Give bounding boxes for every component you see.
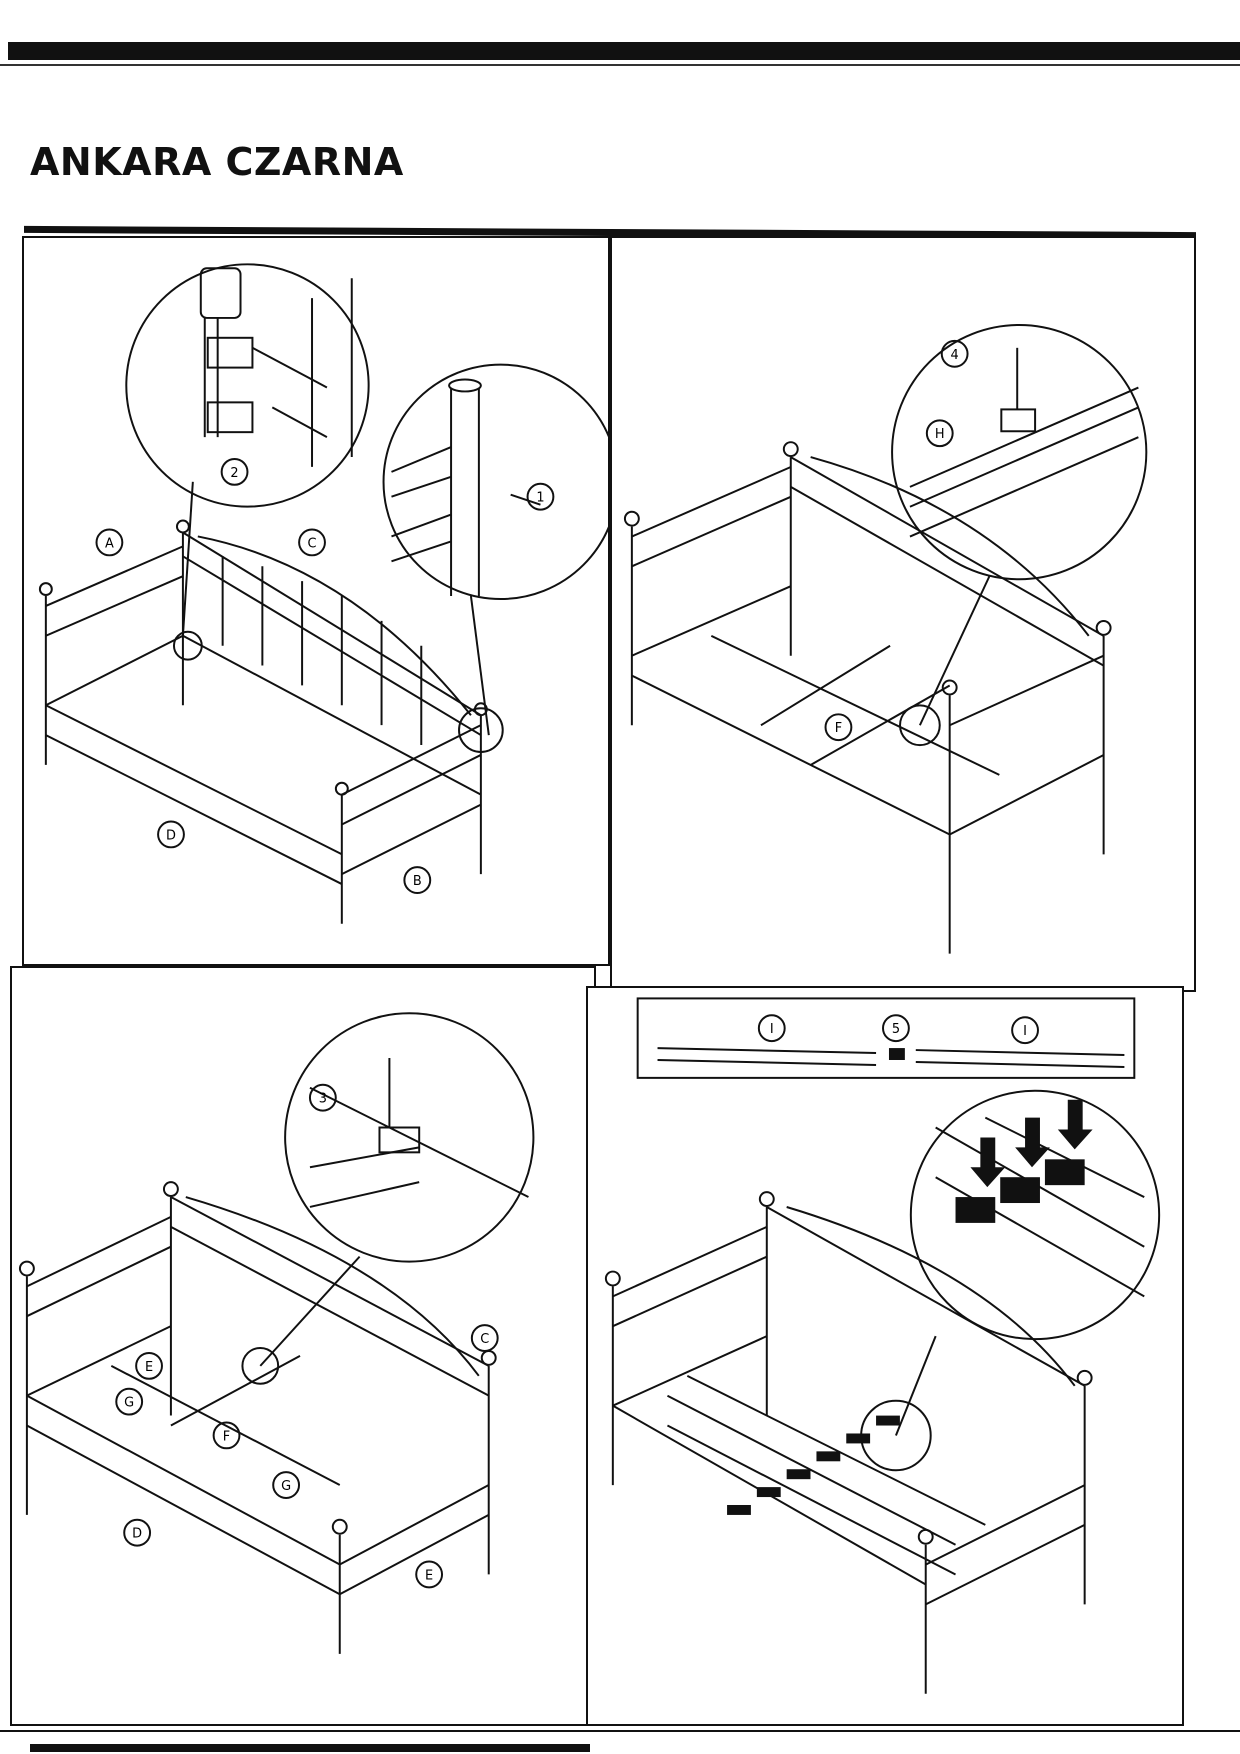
label-4: 4 <box>951 348 959 363</box>
label-A: A <box>105 536 114 551</box>
label-3: 3 <box>319 1092 327 1107</box>
footer-thin-rule <box>0 1730 1240 1732</box>
step-3-illustration: 3 C E G F G D E <box>18 1012 535 1654</box>
page-title: ANKARA CZARNA <box>30 140 404 184</box>
label-I: I <box>1023 1024 1027 1039</box>
step-2-illustration: 4 H F <box>623 323 1148 954</box>
step-2-panel: 4 H F <box>610 236 1196 992</box>
parts-box <box>636 997 1136 1079</box>
zoom-circle-screw <box>382 363 608 600</box>
step-4-panel: I 5 I <box>586 986 1184 1726</box>
zoom-circle-plate <box>891 323 1148 581</box>
footer-rule <box>30 1744 590 1752</box>
label-F: F <box>223 1429 230 1444</box>
label-C: C <box>308 536 317 551</box>
label-B: B <box>413 874 422 889</box>
label-D: D <box>132 1527 142 1542</box>
label-C: C <box>480 1332 489 1347</box>
label-5: 5 <box>892 1022 900 1037</box>
header-rule <box>8 42 1240 60</box>
label-E: E <box>145 1360 153 1375</box>
zoom-circle-connectors <box>909 1089 1161 1341</box>
label-2: 2 <box>230 466 238 481</box>
label-H: H <box>935 427 945 442</box>
label-G: G <box>124 1396 134 1411</box>
step-1-illustration: A C D B 2 1 <box>38 263 608 924</box>
label-F: F <box>835 721 842 736</box>
step-1-panel: A C D B 2 1 <box>22 236 610 966</box>
zoom-circle-bracket <box>125 263 370 508</box>
label-E: E <box>425 1568 433 1583</box>
label-1: 1 <box>536 491 544 506</box>
label-G: G <box>281 1479 291 1494</box>
step-3-panel: 3 C E G F G D E <box>10 966 596 1726</box>
header-thin-rule <box>0 64 1240 66</box>
step-4-illustration: I 5 I <box>604 997 1161 1694</box>
zoom-circle-screw-3 <box>284 1012 535 1263</box>
label-I: I <box>770 1022 774 1037</box>
label-D: D <box>166 828 176 843</box>
